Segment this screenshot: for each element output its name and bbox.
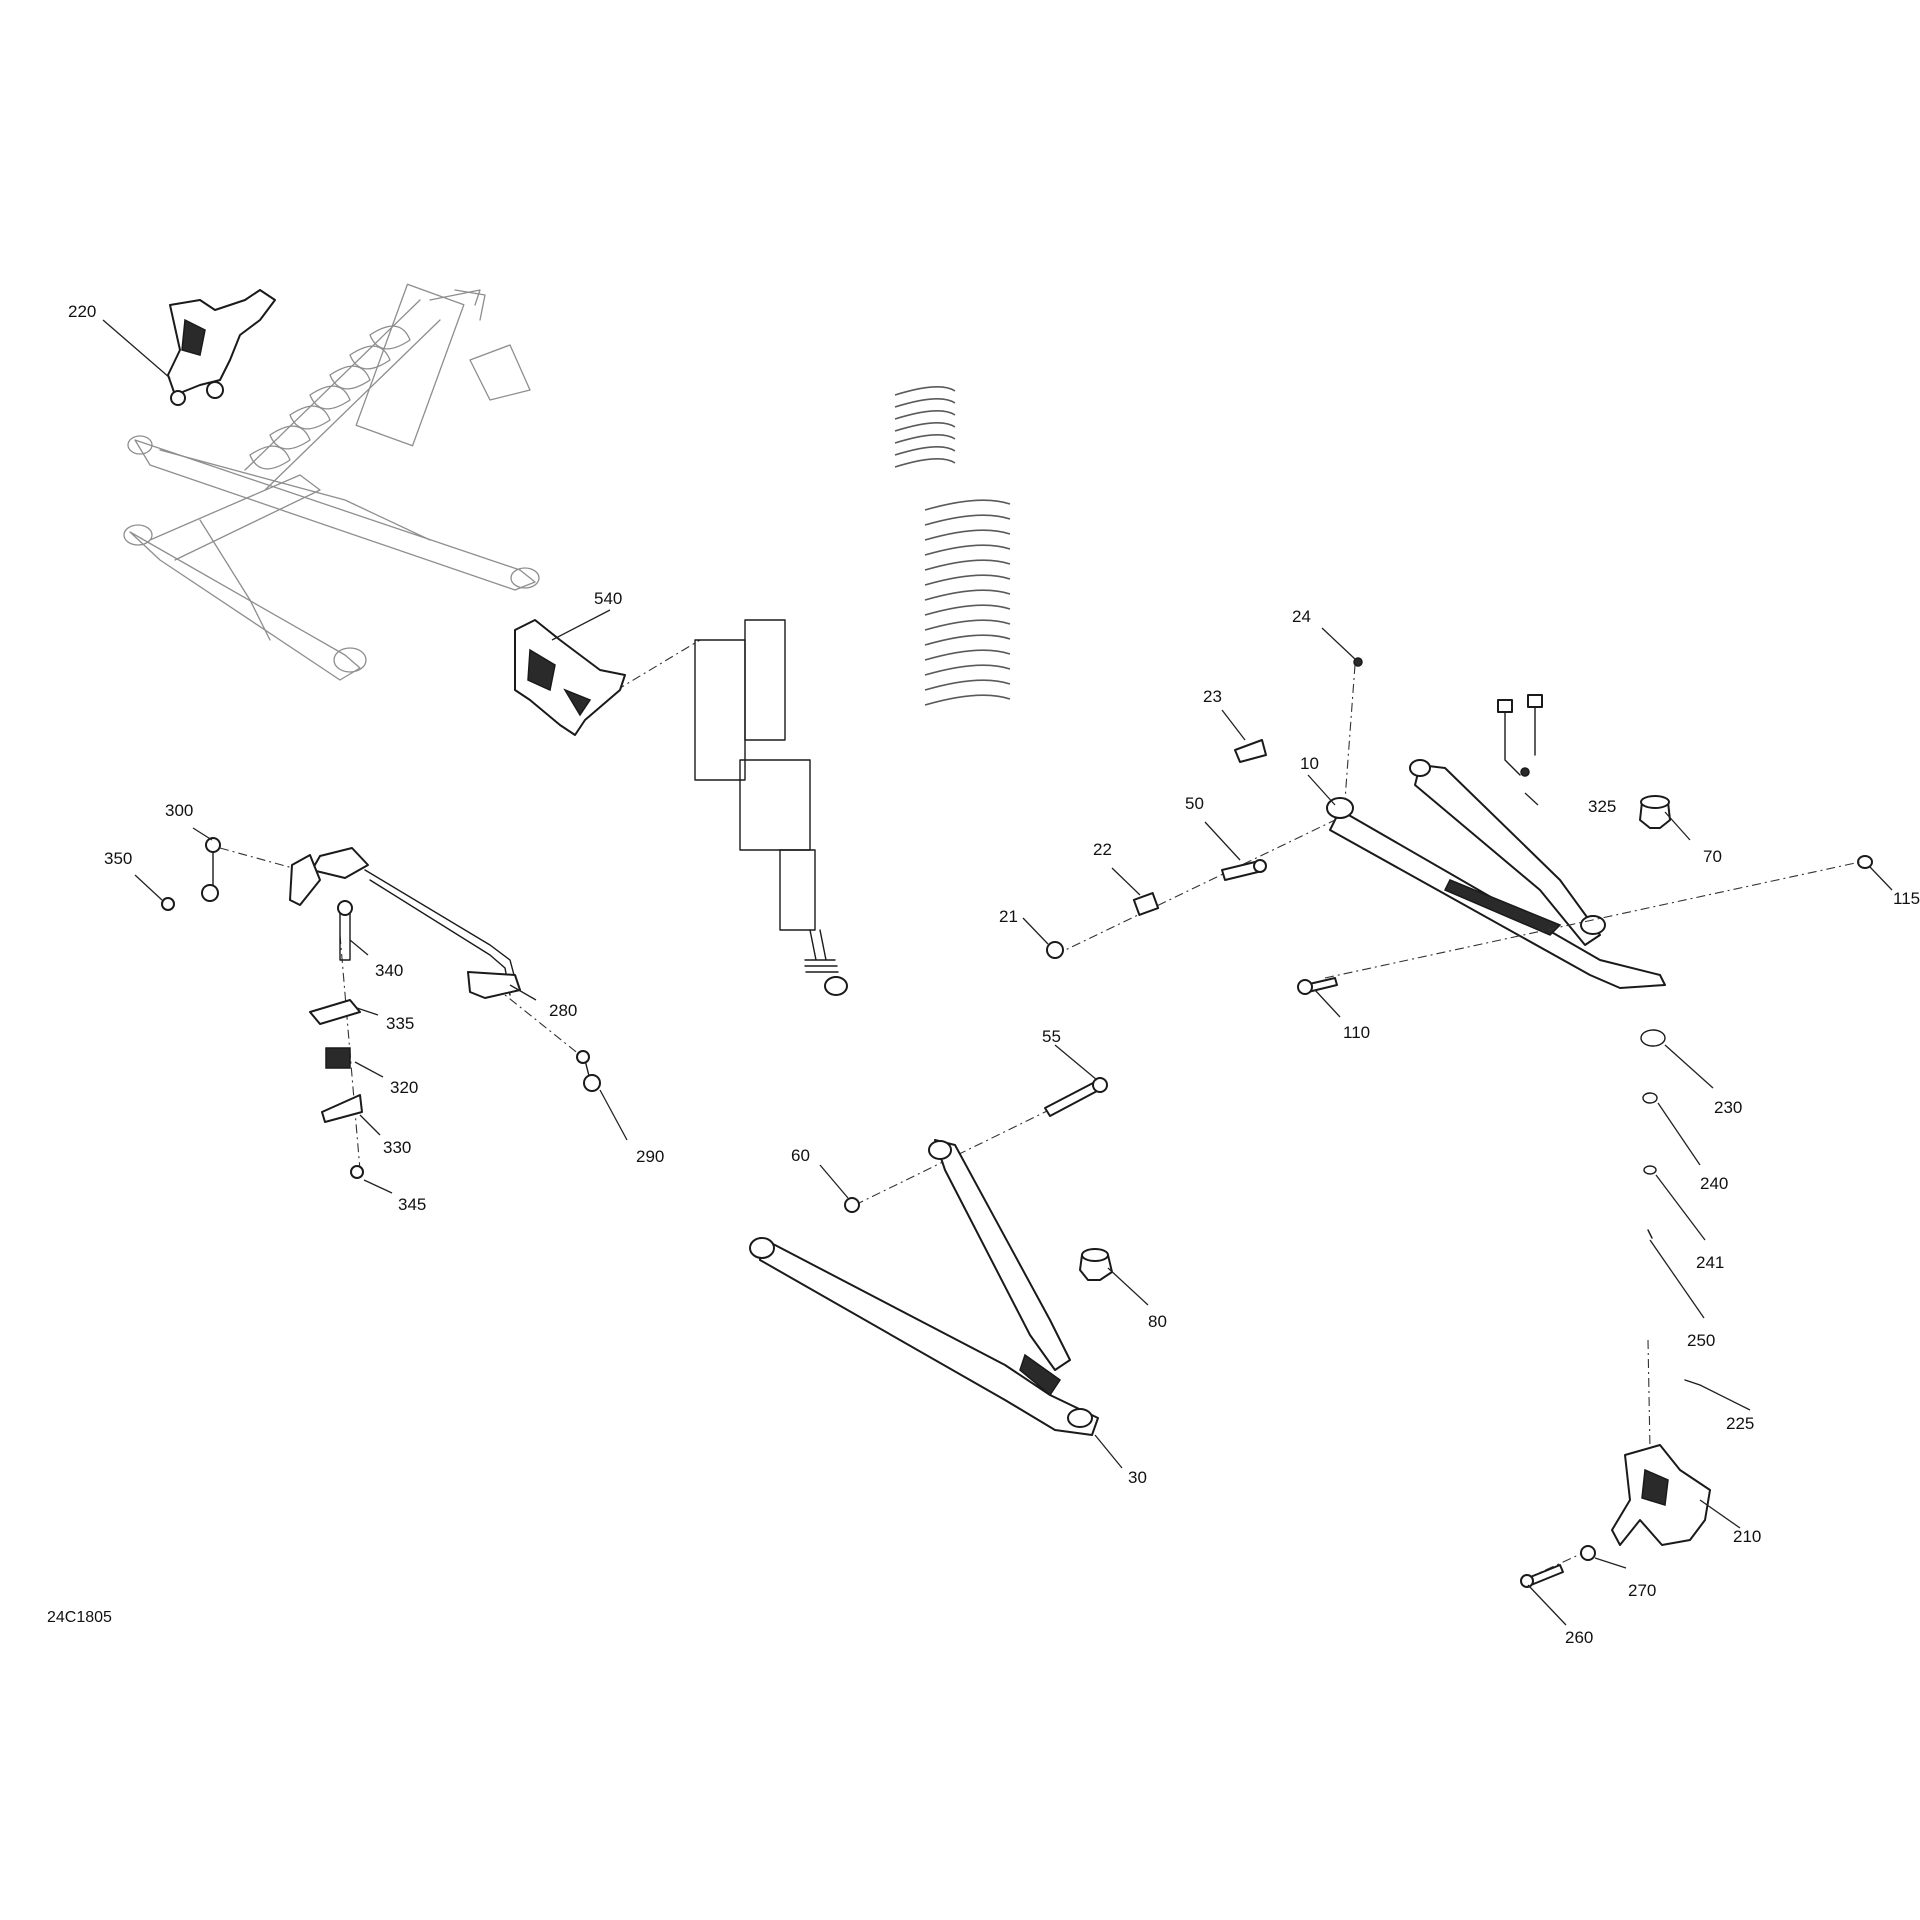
callout-115: 115 <box>1893 889 1920 908</box>
callout-21: 21 <box>999 907 1018 926</box>
sway-bar-illustration <box>161 837 601 1179</box>
bolts-325-illustration <box>1497 694 1543 777</box>
callout-345: 345 <box>398 1195 426 1214</box>
ball-joint-70-illustration <box>1639 795 1671 829</box>
upper-a-arm-illustration <box>1326 759 1666 989</box>
callout-70: 70 <box>1703 847 1722 866</box>
callout-24: 24 <box>1292 607 1311 626</box>
upper-arm-hardware-illustration <box>1046 657 1861 995</box>
lower-a-arm-illustration <box>749 1077 1113 1436</box>
callout-280: 280 <box>549 1001 577 1020</box>
callout-250: 250 <box>1687 1331 1715 1350</box>
callout-320: 320 <box>390 1078 418 1097</box>
callout-240: 240 <box>1700 1174 1728 1193</box>
callout-50: 50 <box>1185 794 1204 813</box>
callout-330: 330 <box>383 1138 411 1157</box>
callout-80: 80 <box>1148 1312 1167 1331</box>
callout-270: 270 <box>1628 1581 1656 1600</box>
hub-hardware-illustration <box>1520 1029 1711 1588</box>
callout-210: 210 <box>1733 1527 1761 1546</box>
assembly-overview-illustration <box>123 283 540 681</box>
callout-10: 10 <box>1300 754 1319 773</box>
short-spring-illustration <box>894 386 956 468</box>
callout-290: 290 <box>636 1147 664 1166</box>
callout-300: 300 <box>165 801 193 820</box>
long-spring-illustration <box>924 499 1011 706</box>
leader-lines <box>102 319 1893 1626</box>
callout-325: 325 <box>1588 797 1616 816</box>
shock-absorber-illustration <box>599 619 848 996</box>
callout-230: 230 <box>1714 1098 1742 1117</box>
callout-241: 241 <box>1696 1253 1724 1272</box>
callout-110: 110 <box>1343 1023 1370 1042</box>
bracket-540-illustration <box>514 619 626 736</box>
callout-60: 60 <box>791 1146 810 1165</box>
callout-340: 340 <box>375 961 403 980</box>
callout-225: 225 <box>1726 1414 1754 1433</box>
callout-220: 220 <box>68 302 96 321</box>
figure-id: 24C1805 <box>47 1609 112 1626</box>
callout-30: 30 <box>1128 1468 1147 1487</box>
callout-22: 22 <box>1093 840 1112 859</box>
callout-335: 335 <box>386 1014 414 1033</box>
callout-55: 55 <box>1042 1027 1061 1046</box>
callout-23: 23 <box>1203 687 1222 706</box>
callout-350: 350 <box>104 849 132 868</box>
callout-260: 260 <box>1565 1628 1593 1647</box>
nut-115-illustration <box>1857 855 1873 869</box>
callout-labels: 220 540 24 23 10 325 70 50 115 22 21 110… <box>68 302 1920 1647</box>
knuckle-220-illustration <box>167 289 276 406</box>
callout-540: 540 <box>594 589 622 608</box>
